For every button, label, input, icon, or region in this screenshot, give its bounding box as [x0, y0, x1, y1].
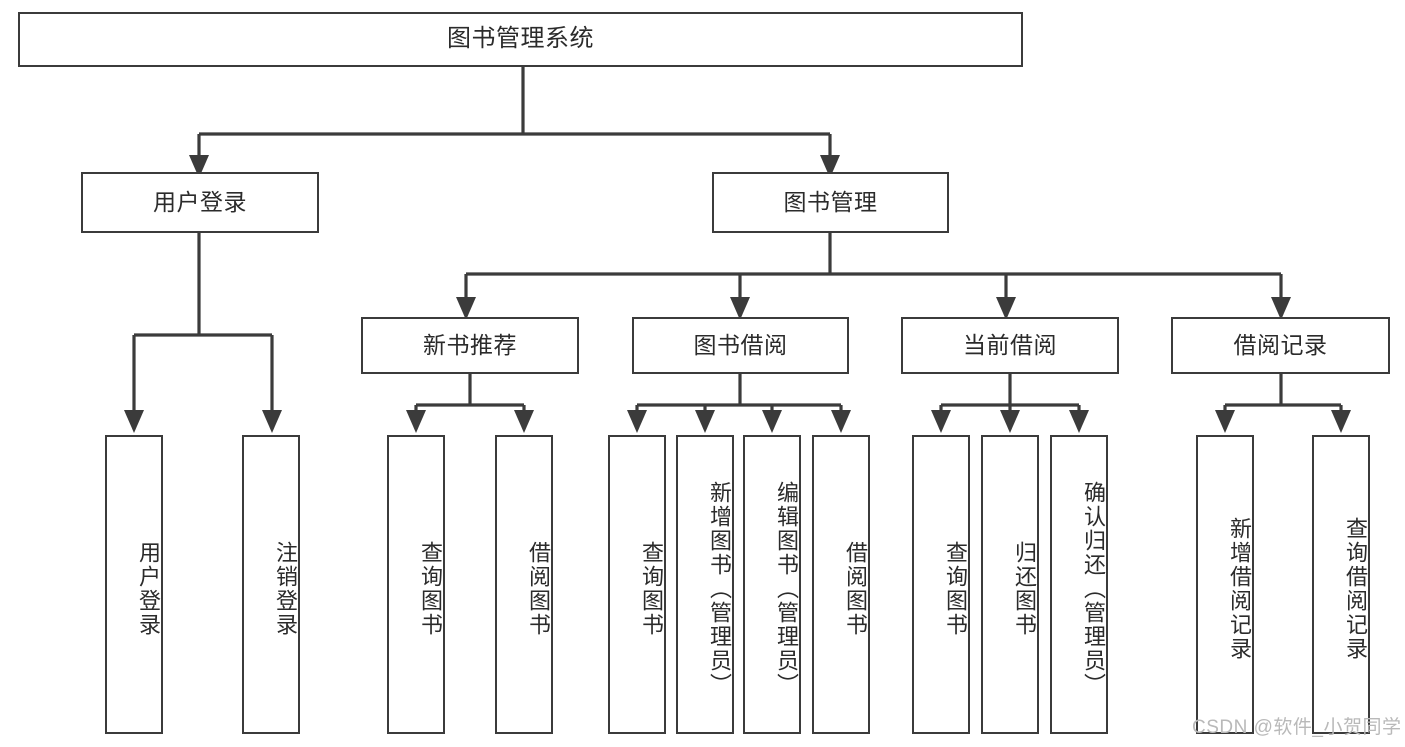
leaf-label: 新增借阅记录: [1227, 516, 1252, 661]
leaf-new-book-borrow[interactable]: 借阅图书: [495, 435, 553, 734]
csdn-watermark: CSDN @软件_小贺同学: [1192, 717, 1402, 738]
leaf-label: 确认归还（管理员）: [1081, 480, 1106, 697]
leaf-label: 借阅图书: [843, 540, 868, 637]
leaf-label: 编辑图书（管理员）: [774, 480, 799, 697]
leaf-borrow-edit-book-admin[interactable]: 编辑图书（管理员）: [743, 435, 801, 734]
leaf-current-confirm-return-admin[interactable]: 确认归还（管理员）: [1050, 435, 1108, 734]
node-new-book-recommend[interactable]: 新书推荐: [361, 317, 579, 374]
node-root-system[interactable]: 图书管理系统: [18, 12, 1023, 67]
leaf-label: 查询图书: [418, 540, 443, 637]
leaf-label: 查询图书: [639, 540, 664, 637]
leaf-label: 归还图书: [1012, 540, 1037, 637]
leaf-label: 查询图书: [943, 540, 968, 637]
node-borrow-records[interactable]: 借阅记录: [1171, 317, 1390, 374]
node-current-borrow[interactable]: 当前借阅: [901, 317, 1119, 374]
leaf-label: 用户登录: [136, 540, 161, 637]
node-book-management[interactable]: 图书管理: [712, 172, 949, 233]
leaf-borrow-query-book[interactable]: 查询图书: [608, 435, 666, 734]
leaf-new-book-query[interactable]: 查询图书: [387, 435, 445, 734]
leaf-label: 注销登录: [273, 540, 298, 637]
leaf-borrow-add-book-admin[interactable]: 新增图书（管理员）: [676, 435, 734, 734]
leaf-user-login-logout[interactable]: 注销登录: [242, 435, 300, 734]
leaf-user-login-login[interactable]: 用户登录: [105, 435, 163, 734]
node-book-borrow[interactable]: 图书借阅: [632, 317, 849, 374]
leaf-records-query-record[interactable]: 查询借阅记录: [1312, 435, 1370, 734]
leaf-label: 新增图书（管理员）: [707, 480, 732, 697]
leaf-current-return-book[interactable]: 归还图书: [981, 435, 1039, 734]
leaf-label: 查询借阅记录: [1343, 516, 1368, 661]
node-user-login[interactable]: 用户登录: [81, 172, 319, 233]
leaf-current-query-book[interactable]: 查询图书: [912, 435, 970, 734]
leaf-borrow-borrow-book[interactable]: 借阅图书: [812, 435, 870, 734]
leaf-records-add-record[interactable]: 新增借阅记录: [1196, 435, 1254, 734]
leaf-label: 借阅图书: [526, 540, 551, 637]
